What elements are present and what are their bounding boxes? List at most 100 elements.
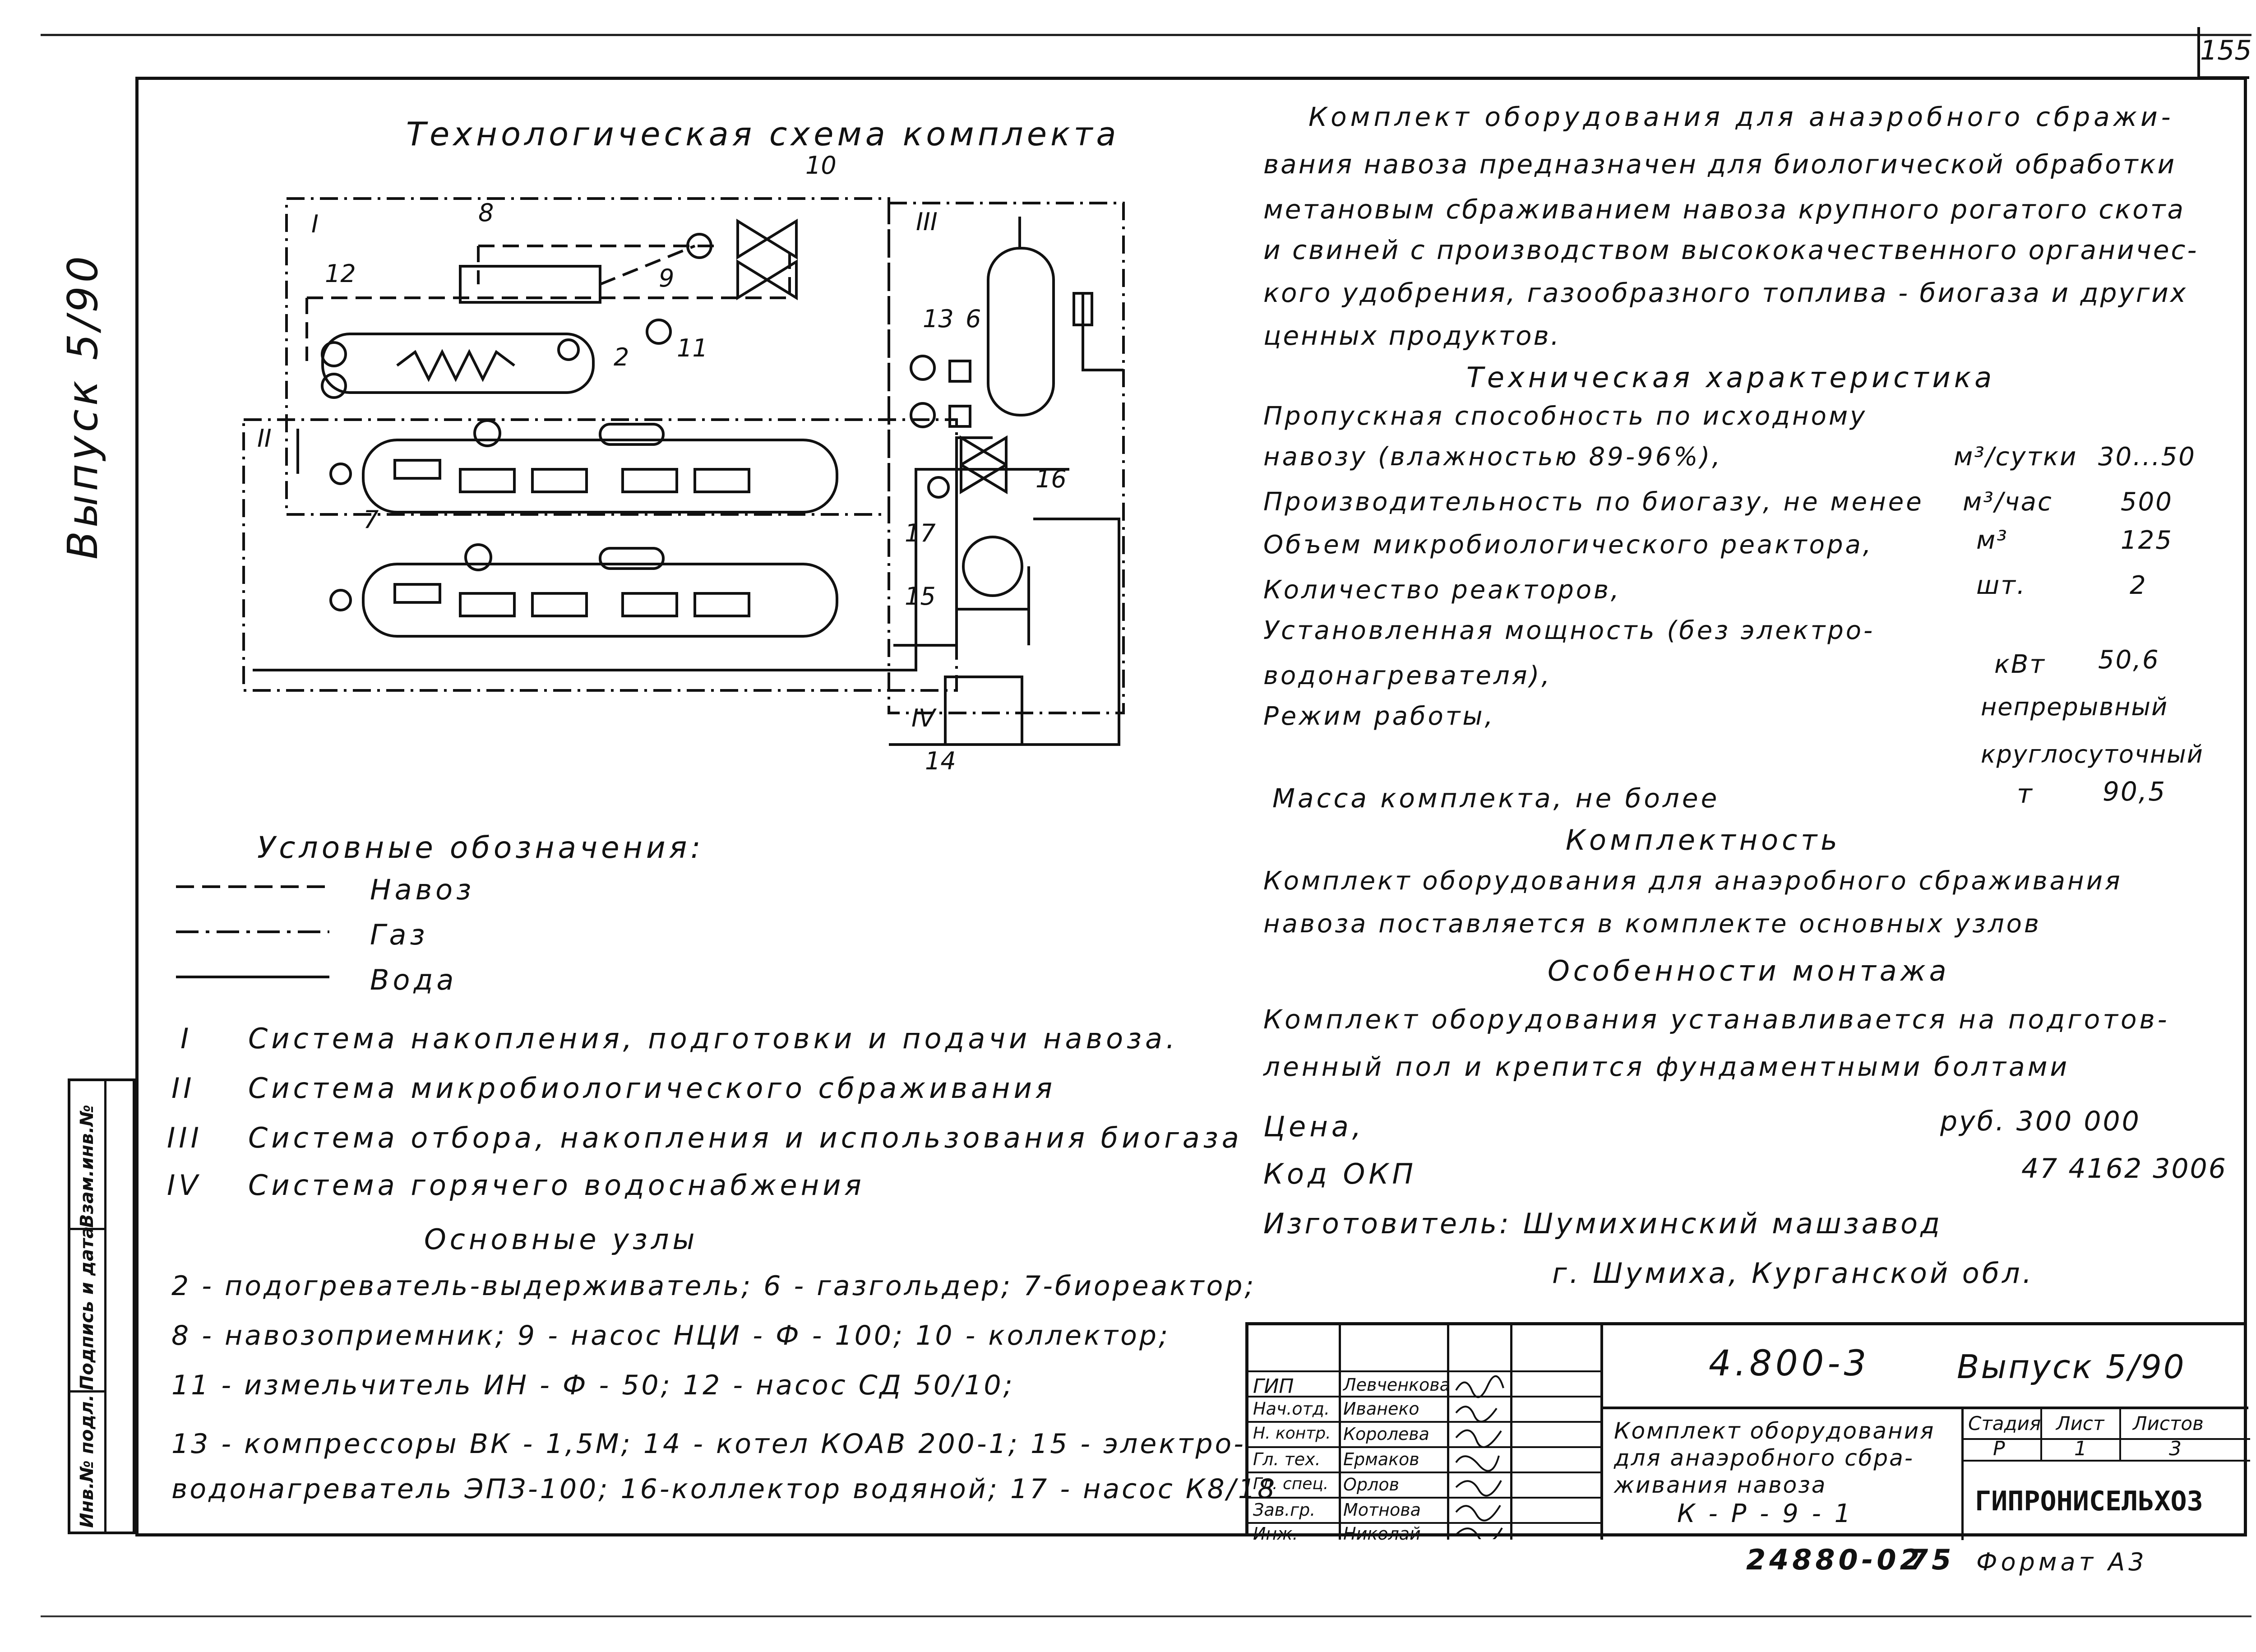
completeness-line-2: навоза поставляется в комплекте основных…	[1263, 909, 2041, 939]
electric-water-heater	[962, 536, 1023, 597]
callout-14: 14	[925, 747, 956, 772]
units-line-1: 2 - подогреватель-выдерживатель; 6 - газ…	[171, 1270, 1256, 1302]
tech-unit-9: круглосуточный	[1981, 740, 2204, 768]
tech-unit-10: т	[2017, 778, 2034, 809]
strip-label-inv: Взам.инв.№	[77, 1105, 97, 1228]
signatures	[1455, 1375, 1504, 1539]
callout-15: 15	[905, 582, 936, 611]
heater-holder	[321, 333, 595, 394]
doc-title-3: живания навоза	[1614, 1472, 1827, 1498]
system-num-2: II	[171, 1072, 195, 1105]
role-chief-tech: Гл. тех.	[1253, 1449, 1321, 1469]
role-engineer: Инж.	[1253, 1524, 1298, 1544]
completeness-line-1: Комплект оборудования для анаэробного сб…	[1263, 866, 2122, 896]
svg-text:I: I	[311, 210, 319, 238]
tech-value-7: 50,6	[2098, 645, 2160, 675]
okp-value: 47 4162 3006	[2021, 1153, 2227, 1185]
units-line-4: 13 - компрессоры ВК - 1,5М; 14 - котел К…	[171, 1428, 1246, 1460]
footer-code: 24880-02	[1746, 1543, 1923, 1576]
doc-issue: Выпуск 5/90	[1957, 1348, 2186, 1386]
callout-13: 13	[923, 305, 954, 333]
sheet-header: Лист	[2056, 1412, 2104, 1435]
system-text-3: Система отбора, накопления и использован…	[248, 1121, 1243, 1154]
okp-label: Код ОКП	[1263, 1157, 1417, 1190]
footer-sheet: 75	[1909, 1543, 1955, 1576]
system-num-1: I	[180, 1022, 193, 1055]
strip-cell-original: Инв.№ подл.	[70, 1393, 104, 1532]
doc-number: 4.800-3	[1709, 1343, 1870, 1384]
legend-line-samples	[176, 885, 329, 978]
legend-label-manure: Навоз	[370, 873, 475, 906]
system-text-2: Система микробиологического сбраживания	[248, 1072, 1056, 1105]
units-heading: Основные узлы	[424, 1223, 698, 1256]
mounting-line-2: ленный пол и крепится фундаментными болт…	[1263, 1051, 2070, 1082]
role-chief-spec: Гл. спец.	[1253, 1475, 1329, 1493]
doc-title-2: для анаэробного сбра-	[1614, 1445, 1914, 1471]
name-1: Левченкова	[1343, 1375, 1450, 1395]
tech-unit-5: шт.	[1976, 571, 2026, 600]
units-line-5: водонагреватель ЭПЗ-100; 16-коллектор во…	[171, 1473, 1277, 1505]
doc-title-4: К - Р - 9 - 1	[1677, 1499, 1854, 1528]
stage-header: Стадия	[1968, 1412, 2041, 1435]
tech-unit-2: м³/сутки	[1954, 442, 2078, 472]
sheets-value: 3	[2169, 1437, 2182, 1460]
bioreactor-lower	[362, 563, 838, 638]
scheme-title: Технологическая схема комплекта	[406, 115, 1120, 153]
description-line-4: и свиней с производством высококачествен…	[1263, 235, 2199, 265]
description-line-5: кого удобрения, газообразного топлива - …	[1263, 278, 2188, 308]
scheme-callouts: I II III IV 8 10 9 11 12 2 13 6 16 17 15…	[257, 151, 1067, 772]
svg-text:II: II	[257, 424, 272, 453]
role-norm-control: Н. контр.	[1253, 1424, 1331, 1443]
zone-boundary-iii	[888, 202, 1125, 714]
name-6: Мотнова	[1343, 1500, 1421, 1520]
sheets-header: Листов	[2133, 1412, 2204, 1435]
description-line-3: метановым сбраживанием навоза крупного р…	[1263, 194, 2186, 225]
description-line-1: Комплект оборудования для анаэробного сб…	[1308, 102, 2174, 132]
tech-unit-7: кВт	[1994, 650, 2046, 679]
tech-unit-3: м³/час	[1963, 487, 2053, 517]
callout-7: 7	[363, 505, 379, 534]
maker-label: Изготовитель: Шумихинский машзавод	[1263, 1207, 1942, 1240]
callout-12: 12	[325, 259, 356, 288]
role-gip: ГИП	[1253, 1375, 1294, 1398]
callout-6: 6	[966, 305, 981, 333]
callout-9: 9	[659, 264, 674, 292]
tech-label-10: Масса комплекта, не более	[1272, 783, 1720, 814]
tech-heading: Техническая характеристика	[1466, 361, 1996, 394]
technological-scheme: I II III IV 8 10 9 11 12 2 13 6 16 17 15…	[242, 151, 1125, 772]
tech-label-4: Объем микробиологического реактора,	[1263, 530, 1873, 560]
tech-label-7: водонагревателя),	[1263, 661, 1552, 690]
side-issue-label: Выпуск 5/90	[59, 252, 107, 560]
bottom-border-line	[41, 1615, 2251, 1617]
stage-value: Р	[1993, 1437, 2005, 1460]
maker-city: г. Шумиха, Курганской обл.	[1552, 1257, 2034, 1290]
tech-value-3: 500	[2121, 487, 2173, 517]
system-num-4: IV	[167, 1169, 202, 1202]
name-3: Королева	[1343, 1424, 1429, 1444]
role-head-dept: Нач.отд.	[1253, 1399, 1330, 1419]
tech-label-2: навозу (влажностью 89-96%),	[1263, 442, 1723, 472]
role-group-head: Зав.гр.	[1253, 1500, 1316, 1520]
svg-text:III: III	[916, 208, 938, 236]
bioreactor-upper	[362, 439, 838, 514]
callout-16: 16	[1036, 465, 1067, 493]
tech-label-6: Установленная мощность (без электро-	[1263, 616, 1875, 645]
svg-text:IV: IV	[911, 704, 937, 732]
price-label: Цена,	[1263, 1110, 1365, 1143]
title-block: ГИП Нач.отд. Н. контр. Гл. тех. Гл. спец…	[1245, 1322, 2250, 1544]
mounting-line-1: Комплект оборудования устанавливается на…	[1263, 1004, 2170, 1035]
tech-unit-4: м³	[1976, 526, 2008, 555]
water-line	[253, 468, 1069, 671]
name-2: Иванеко	[1343, 1399, 1419, 1419]
footer-format: Формат А3	[1976, 1548, 2148, 1576]
strip-label-original: Инв.№ подл.	[77, 1394, 97, 1528]
tech-label-8: Режим работы,	[1263, 702, 1495, 731]
price-value: руб. 300 000	[1940, 1106, 2141, 1137]
units-line-2: 8 - навозоприемник; 9 - насос НЦИ - Ф - …	[171, 1320, 1170, 1351]
tech-label-5: Количество реакторов,	[1263, 575, 1621, 605]
tech-unit-8: непрерывный	[1981, 693, 2168, 721]
approval-strip: Взам.инв.№ Подпись и дата Инв.№ подл.	[68, 1078, 135, 1534]
completeness-heading: Комплектность	[1566, 824, 1841, 856]
name-5: Орлов	[1343, 1475, 1399, 1495]
tech-label-3: Производительность по биогазу, не менее	[1263, 487, 1924, 517]
